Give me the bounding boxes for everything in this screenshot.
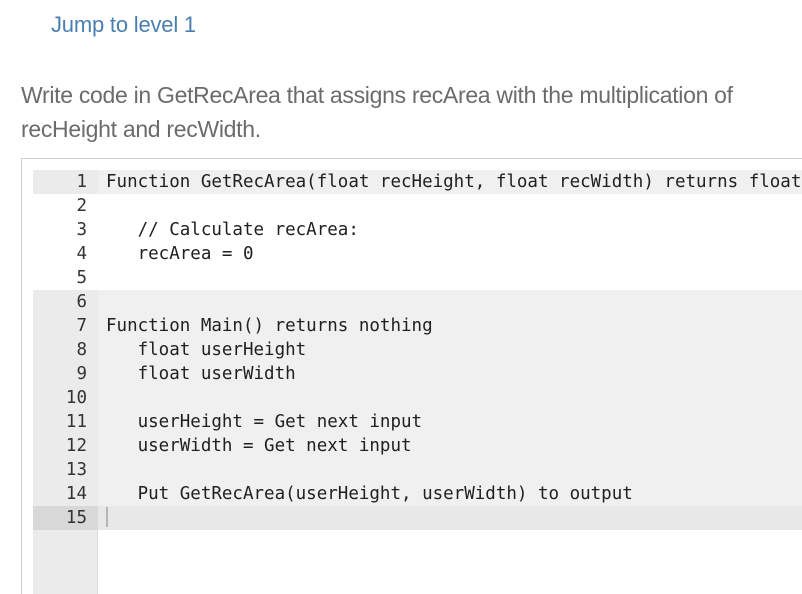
line-number: 11 [33,410,98,434]
jump-to-level-link[interactable]: Jump to level 1 [51,12,196,37]
code-text[interactable]: float userWidth [106,364,296,384]
code-line-7[interactable]: 7 Function Main() returns nothing [33,314,802,338]
code-line-4[interactable]: 4 recArea = 0 [33,242,802,266]
line-number: 12 [33,434,98,458]
line-number: 3 [33,218,98,242]
code-text-active[interactable] [98,506,802,530]
line-number: 13 [33,458,98,482]
code-editor[interactable]: 1 Function GetRecArea(float recHeight, f… [21,158,802,594]
code-lines[interactable]: 1 Function GetRecArea(float recHeight, f… [33,170,802,530]
code-text[interactable]: Put GetRecArea(userHeight, userWidth) to… [106,484,633,504]
code-line-5[interactable]: 5 [33,266,802,290]
code-line-2[interactable]: 2 [33,194,802,218]
code-line-12[interactable]: 12 userWidth = Get next input [33,434,802,458]
code-line-15[interactable]: 15 [33,506,802,530]
code-text[interactable] [98,290,802,314]
code-text[interactable] [98,386,802,410]
line-number: 7 [33,314,98,338]
code-line-14[interactable]: 14 Put GetRecArea(userHeight, userWidth)… [33,482,802,506]
line-number: 8 [33,338,98,362]
line-number: 9 [33,362,98,386]
line-number: 1 [33,170,98,194]
code-line-8[interactable]: 8 float userHeight [33,338,802,362]
line-number: 15 [33,506,98,530]
code-text[interactable]: Function GetRecArea(float recHeight, flo… [106,172,802,192]
code-line-1[interactable]: 1 Function GetRecArea(float recHeight, f… [33,170,802,194]
line-number: 14 [33,482,98,506]
code-text[interactable]: userHeight = Get next input [106,412,423,432]
code-line-10[interactable]: 10 [33,386,802,410]
code-text[interactable] [98,458,802,482]
line-number: 10 [33,386,98,410]
text-cursor [106,507,108,527]
line-number: 2 [33,194,98,218]
line-number: 4 [33,242,98,266]
code-text[interactable]: userWidth = Get next input [106,436,412,456]
code-line-9[interactable]: 9 float userWidth [33,362,802,386]
code-text[interactable] [98,266,802,290]
code-text[interactable] [98,194,802,218]
code-text[interactable]: // Calculate recArea: [106,220,359,240]
line-number: 5 [33,266,98,290]
code-text[interactable]: float userHeight [106,340,307,360]
code-text[interactable]: Function Main() returns nothing [106,316,433,336]
code-line-13[interactable]: 13 [33,458,802,482]
code-line-6[interactable]: 6 [33,290,802,314]
code-text[interactable]: recArea = 0 [106,244,254,264]
code-line-3[interactable]: 3 // Calculate recArea: [33,218,802,242]
instructions-text: Write code in GetRecArea that assigns re… [21,82,733,142]
code-line-11[interactable]: 11 userHeight = Get next input [33,410,802,434]
line-number: 6 [33,290,98,314]
